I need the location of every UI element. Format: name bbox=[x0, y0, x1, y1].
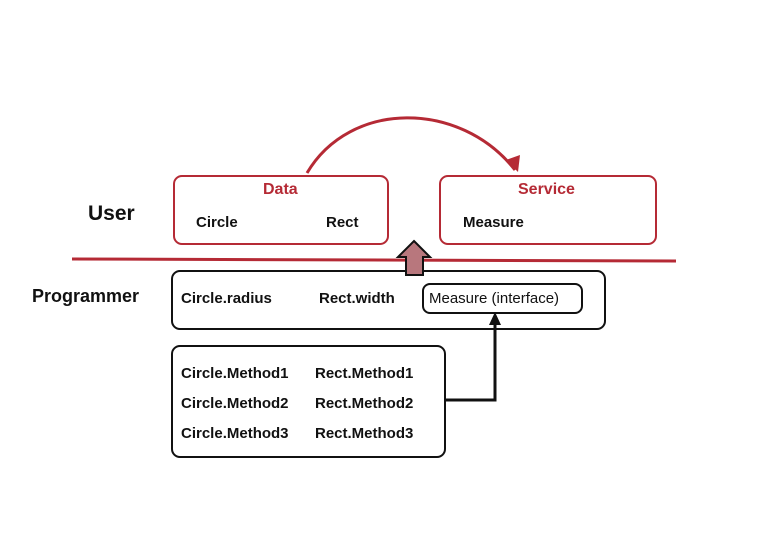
data-item-rect: Rect bbox=[326, 214, 359, 231]
method-rect-3: Rect.Method3 bbox=[315, 425, 414, 442]
method-rect-2: Rect.Method2 bbox=[315, 395, 414, 412]
data-box-title: Data bbox=[263, 181, 298, 198]
service-box: Service Measure bbox=[439, 175, 657, 245]
layer-divider-line bbox=[71, 257, 677, 263]
data-to-service-arrow bbox=[305, 116, 517, 174]
methods-box: Circle.Method1 Rect.Method1 Circle.Metho… bbox=[171, 345, 446, 458]
field-circle-radius: Circle.radius bbox=[181, 290, 272, 307]
user-layer-label: User bbox=[88, 202, 135, 225]
data-box: Data Circle Rect bbox=[173, 175, 389, 245]
data-to-service-arrowhead bbox=[506, 155, 520, 172]
fields-box: Circle.radius Rect.width Measure (interf… bbox=[171, 270, 606, 330]
service-item-measure: Measure bbox=[463, 214, 524, 231]
measure-interface-label: Measure (interface) bbox=[429, 290, 560, 307]
method-circle-1: Circle.Method1 bbox=[181, 365, 289, 382]
field-rect-width: Rect.width bbox=[319, 290, 395, 307]
method-circle-3: Circle.Method3 bbox=[181, 425, 289, 442]
service-box-title: Service bbox=[518, 181, 575, 198]
methods-to-interface-connector bbox=[446, 322, 497, 402]
data-item-circle: Circle bbox=[196, 214, 238, 231]
programmer-layer-label: Programmer bbox=[32, 286, 140, 306]
method-circle-2: Circle.Method2 bbox=[181, 395, 289, 412]
method-rect-1: Rect.Method1 bbox=[315, 365, 414, 382]
measure-interface-box: Measure (interface) bbox=[422, 283, 583, 314]
